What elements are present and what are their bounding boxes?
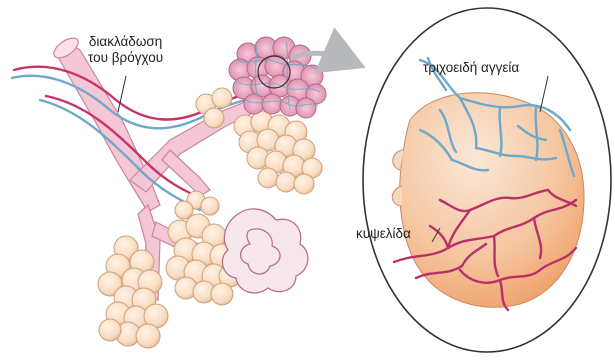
alveolus-label: κυψελίδα <box>356 226 411 242</box>
bronchus-branching-line-1: διακλάδωση <box>88 34 163 50</box>
alveolar-clusters <box>98 88 322 348</box>
bronchus-branching-line-2: του βρόγχου <box>88 50 163 66</box>
bronchus-branching-label: διακλάδωση του βρόγχου <box>88 34 163 66</box>
capillaries-label: τριχοειδή αγγεία <box>423 60 519 76</box>
